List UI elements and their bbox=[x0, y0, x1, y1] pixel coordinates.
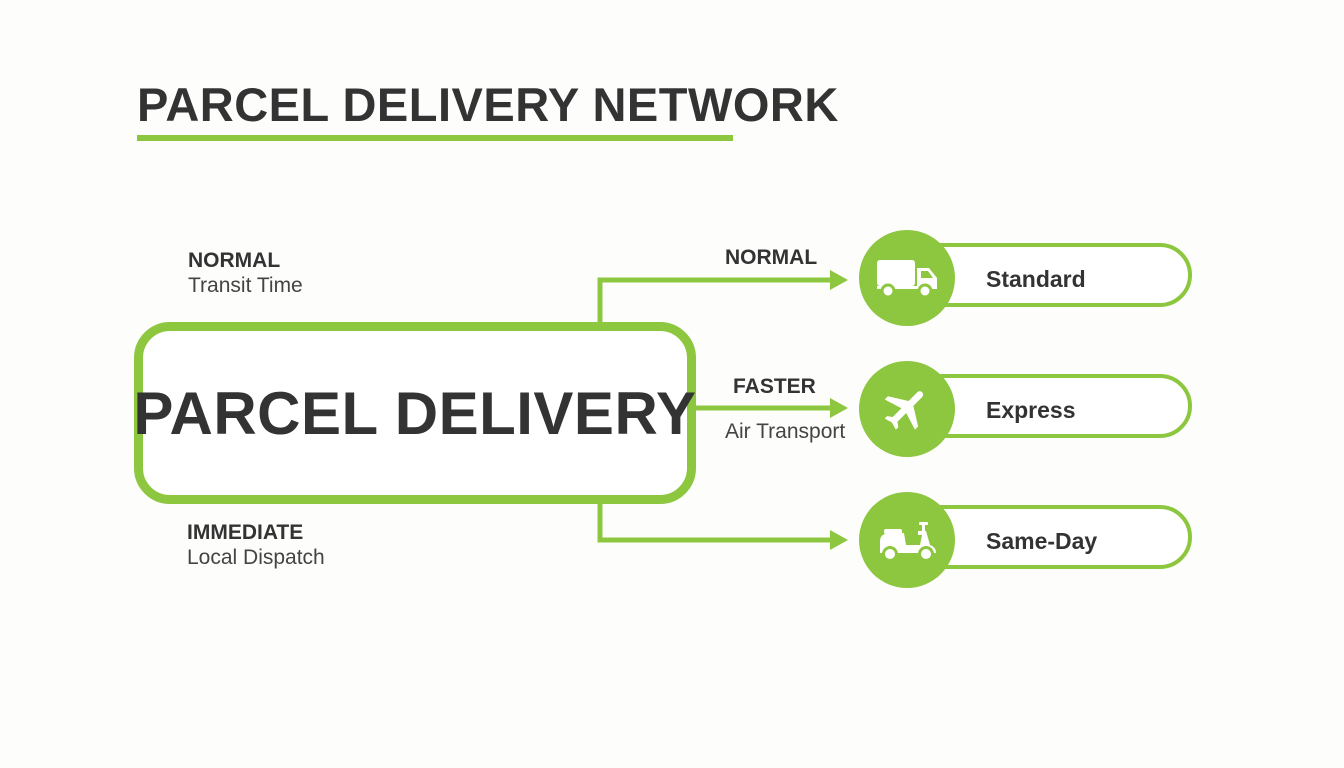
note-immediate-dispatch: IMMEDIATE Local Dispatch bbox=[187, 520, 325, 570]
route-label-faster: FASTER bbox=[733, 375, 816, 398]
note-normal-transit: NORMAL Transit Time bbox=[188, 248, 303, 298]
scooter-icon bbox=[880, 522, 936, 562]
title-underline bbox=[137, 135, 733, 141]
note-subtitle: Transit Time bbox=[188, 274, 303, 298]
page-title: PARCEL DELIVERY NETWORK bbox=[137, 78, 839, 131]
connector-standard bbox=[597, 277, 832, 322]
service-label-same-day: Same-Day bbox=[986, 528, 1098, 554]
note-title: NORMAL bbox=[188, 249, 281, 272]
service-label-standard: Standard bbox=[986, 266, 1086, 292]
arrowhead-standard bbox=[830, 270, 848, 290]
connector-same-day bbox=[597, 495, 832, 543]
service-circle-express bbox=[859, 361, 955, 457]
arrowhead-same-day bbox=[830, 530, 848, 550]
airplane-icon bbox=[884, 391, 924, 430]
service-circle-same-day bbox=[859, 492, 955, 588]
service-label-express: Express bbox=[986, 397, 1076, 423]
note-title: IMMEDIATE bbox=[187, 521, 304, 544]
route-label-normal: NORMAL bbox=[725, 246, 818, 269]
arrowhead-express bbox=[830, 398, 848, 418]
route-sublabel-air-transport: Air Transport bbox=[725, 420, 846, 443]
hub-label: PARCEL DELIVERY bbox=[133, 379, 697, 447]
truck-icon bbox=[877, 260, 937, 299]
service-circle-standard bbox=[859, 230, 955, 326]
hub-box: PARCEL DELIVERY bbox=[133, 322, 697, 504]
note-subtitle: Local Dispatch bbox=[187, 546, 325, 570]
